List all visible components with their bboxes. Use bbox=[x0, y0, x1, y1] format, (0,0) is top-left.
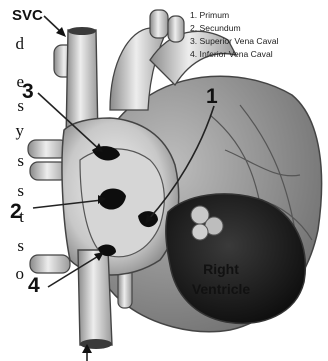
legend-item-superior-vena-caval: 3. Superior Vena Caval bbox=[190, 36, 278, 46]
label-number-2: 2 bbox=[10, 200, 22, 223]
label-number-1: 1 bbox=[206, 85, 218, 108]
label-number-3: 3 bbox=[22, 80, 34, 103]
legend-item-secundum: 2. Secundum bbox=[190, 23, 241, 33]
inferior-vena-cava bbox=[78, 250, 112, 345]
label-number-4: 4 bbox=[28, 274, 40, 297]
right-ventricle-label-line2: Ventricle bbox=[192, 281, 251, 297]
right-ventricle-label-line1: Right bbox=[203, 261, 239, 277]
legend-item-primum: 1. Primum bbox=[190, 10, 229, 20]
svc-opening bbox=[68, 27, 96, 35]
ivc-opening bbox=[80, 339, 112, 349]
legend-item-inferior-vena-caval: 4. Inferior Vena Caval bbox=[190, 49, 273, 59]
label-svc: SVC bbox=[12, 7, 43, 24]
